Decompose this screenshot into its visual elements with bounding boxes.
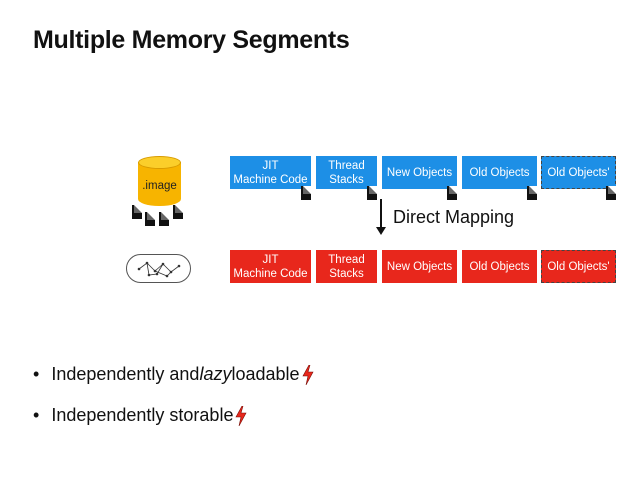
image-segment-new-objects: New Objects [382,156,457,189]
file-icon [145,212,155,226]
file-icon [447,186,457,200]
bullet-item: • Independently storable [33,405,247,426]
image-segment-old-objects-prime: Old Objects' [541,156,616,189]
memory-segment-old-objects: Old Objects [462,250,537,283]
file-icon [301,186,311,200]
file-icon [367,186,377,200]
file-icon [132,205,142,219]
bullet-item: • Independently and lazy loadable [33,364,314,385]
image-segment-old-objects: Old Objects [462,156,537,189]
memory-segment-old-objects-prime: Old Objects' [541,250,616,283]
memory-segment-new-objects: New Objects [382,250,457,283]
image-file-label: .image [142,180,177,192]
database-icon [138,162,181,206]
memory-cell-icon [126,254,191,283]
file-icon [159,212,169,226]
lightning-bolt-icon [235,405,247,426]
file-icon [527,186,537,200]
slide-title: Multiple Memory Segments [33,26,350,54]
lightning-bolt-icon [302,364,314,385]
file-icon [606,186,616,200]
arrow-head-icon [376,227,386,235]
mapping-arrow [380,199,382,229]
direct-mapping-label: Direct Mapping [393,207,515,227]
database-top [138,156,181,169]
file-icon [173,205,183,219]
